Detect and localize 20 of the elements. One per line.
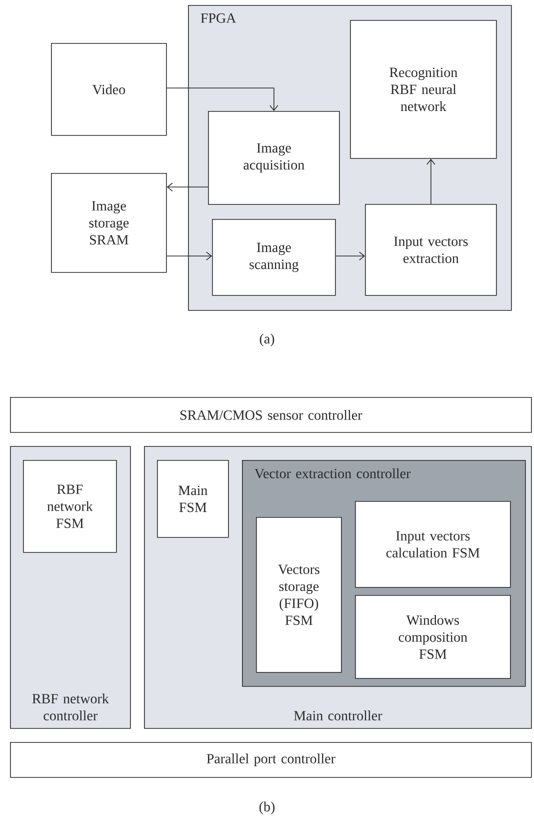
process-box: Recognition RBF neural network <box>350 20 497 159</box>
controller-bar: SRAM/CMOS sensor controller <box>10 397 532 433</box>
fsm-box: Windows composition FSM <box>355 595 511 679</box>
arrow <box>426 158 436 204</box>
panel-label: (b) <box>259 802 275 814</box>
process-box: Video <box>51 43 167 136</box>
fsm-box: Vectors storage (FIFO) FSM <box>256 517 342 673</box>
fsm-box: Main FSM <box>157 460 229 538</box>
process-box: Image storage SRAM <box>51 173 167 273</box>
arrow <box>166 88 278 111</box>
process-box: Image acquisition <box>208 111 340 205</box>
arrow <box>166 182 208 192</box>
fsm-box: Input vectors calculation FSM <box>355 501 511 588</box>
panel-label: (a) <box>260 334 274 346</box>
arrow <box>166 252 212 260</box>
controller-bar: Parallel port controller <box>10 742 532 778</box>
process-box: Image scanning <box>212 219 336 296</box>
arrow <box>335 252 365 260</box>
fsm-box: RBF network FSM <box>23 460 117 553</box>
process-box: Input vectors extraction <box>365 204 497 296</box>
